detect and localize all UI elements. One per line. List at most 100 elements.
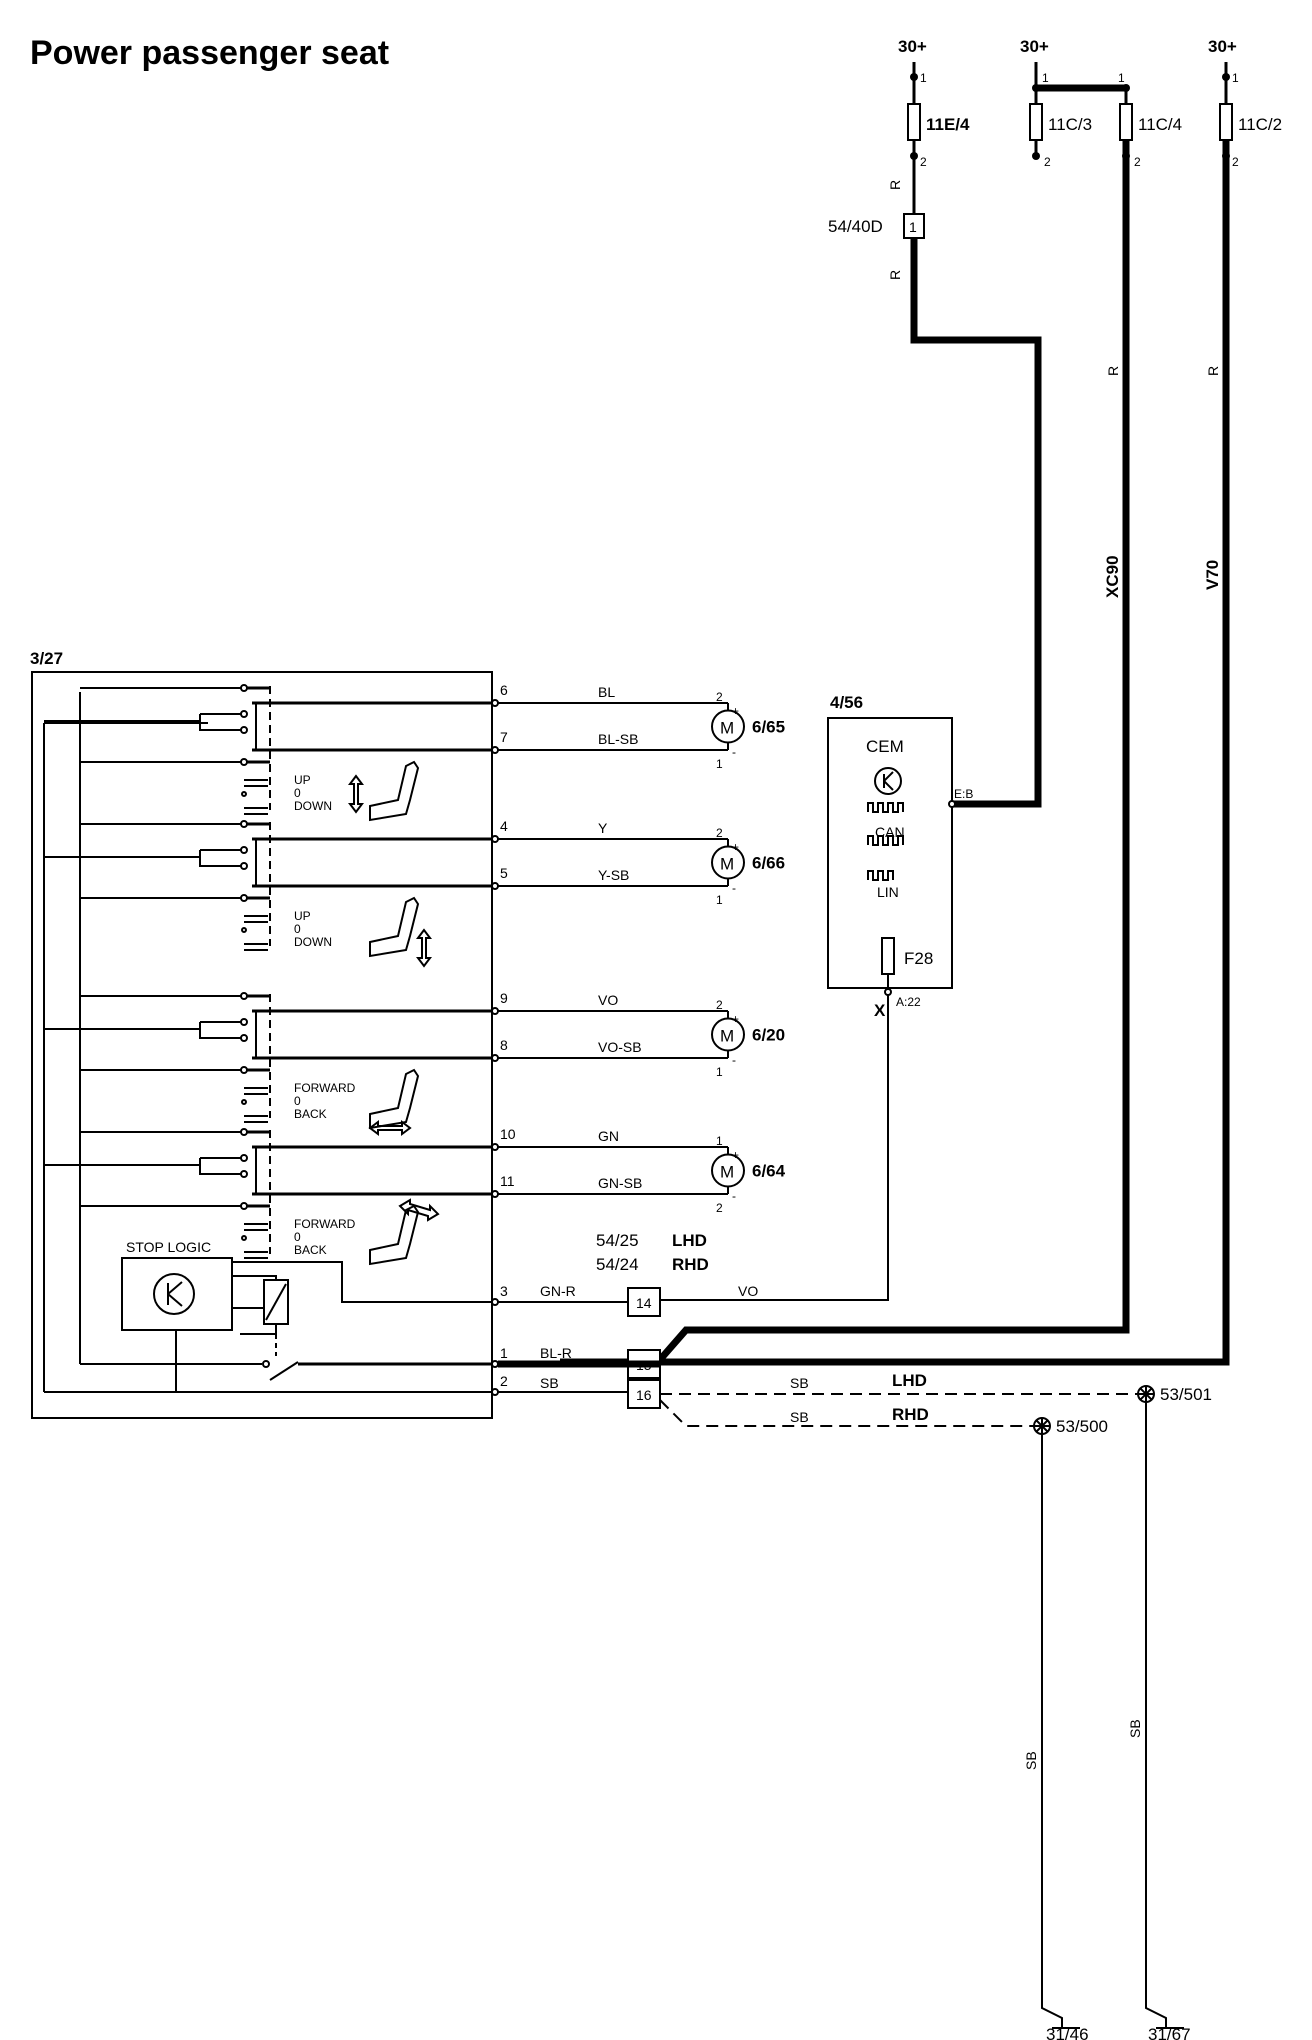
svg-text:SB: SB xyxy=(790,1409,809,1425)
svg-text:1: 1 xyxy=(909,219,917,235)
svg-text:2: 2 xyxy=(1232,155,1239,169)
svg-text:1: 1 xyxy=(500,1345,508,1361)
svg-text:DOWN: DOWN xyxy=(294,935,332,949)
fuse-label: 11E/4 xyxy=(926,115,970,134)
wire-cem-vo xyxy=(660,995,889,1301)
ground-point-53-501: 53/501 SB 31/67 xyxy=(1127,1385,1212,2040)
switch-module-outer xyxy=(31,671,493,1419)
svg-text:Y-SB: Y-SB xyxy=(598,867,629,883)
svg-text:BL: BL xyxy=(598,684,615,700)
svg-text:GN-R: GN-R xyxy=(540,1283,576,1299)
svg-text:M: M xyxy=(720,855,734,874)
svg-text:2: 2 xyxy=(1044,155,1051,169)
svg-text:+: + xyxy=(732,1012,739,1026)
svg-text:0: 0 xyxy=(294,1230,301,1244)
seat-icon xyxy=(348,760,420,822)
svg-text:14: 14 xyxy=(636,1295,652,1311)
svg-text:1: 1 xyxy=(716,893,723,907)
wire-v70-supply xyxy=(560,140,1230,1366)
svg-text:E:B: E:B xyxy=(954,787,973,801)
svg-text:54/24: 54/24 xyxy=(596,1255,639,1274)
svg-text:+: + xyxy=(732,1148,739,1162)
svg-text:RHD: RHD xyxy=(892,1405,929,1424)
motor-label: 6/65 xyxy=(752,718,785,737)
fuse-11C2: 30+ 1 11C/2 2 R V70 xyxy=(1203,37,1282,590)
svg-text:0: 0 xyxy=(294,1094,301,1108)
svg-text:F28: F28 xyxy=(904,949,933,968)
svg-text:VO: VO xyxy=(738,1283,758,1299)
svg-text:R: R xyxy=(1105,366,1121,376)
cem-module: 4/56 CEM CAN LIN F28 E:B A:22 X xyxy=(827,693,973,1020)
svg-text:-: - xyxy=(732,745,736,759)
svg-text:1: 1 xyxy=(920,71,927,85)
variant-label: XC90 xyxy=(1103,555,1122,598)
svg-text:0: 0 xyxy=(294,922,301,936)
svg-text:10: 10 xyxy=(500,1126,516,1142)
svg-text:1: 1 xyxy=(716,1134,723,1148)
svg-text:11C/3: 11C/3 xyxy=(1048,115,1092,134)
seat-icon xyxy=(369,896,432,968)
supply-label: 30+ xyxy=(898,37,927,56)
svg-text:2: 2 xyxy=(500,1373,508,1389)
svg-text:CEM: CEM xyxy=(866,737,904,756)
svg-text:R: R xyxy=(887,270,903,280)
ground-wiring: SB LHD SB RHD 53/501 SB 31/67 53/500 SB … xyxy=(659,1371,1212,2040)
variant-label: V70 xyxy=(1203,560,1222,590)
svg-text:30+: 30+ xyxy=(1208,37,1237,56)
svg-text:1: 1 xyxy=(1042,71,1049,85)
seat-icon xyxy=(368,1068,420,1136)
svg-text:3/27: 3/27 xyxy=(30,649,63,668)
svg-text:5: 5 xyxy=(500,865,508,881)
svg-text:9: 9 xyxy=(500,990,508,1006)
svg-text:GN: GN xyxy=(598,1128,619,1144)
svg-text:BACK: BACK xyxy=(294,1243,327,1257)
svg-text:+: + xyxy=(732,704,739,718)
svg-text:0: 0 xyxy=(294,786,301,800)
svg-text:11C/2: 11C/2 xyxy=(1238,115,1282,134)
svg-text:A:22: A:22 xyxy=(896,995,921,1009)
svg-text:54/40D: 54/40D xyxy=(828,217,883,236)
svg-text:8: 8 xyxy=(500,1037,508,1053)
svg-text:SB: SB xyxy=(1023,1751,1039,1770)
svg-text:SB: SB xyxy=(1127,1719,1143,1738)
svg-text:1: 1 xyxy=(716,757,723,771)
svg-text:FORWARD: FORWARD xyxy=(294,1217,356,1231)
svg-text:-: - xyxy=(732,881,736,895)
svg-text:1: 1 xyxy=(1118,71,1125,85)
svg-text:R: R xyxy=(1205,366,1221,376)
page-title: Power passenger seat xyxy=(30,34,389,72)
svg-text:16: 16 xyxy=(636,1387,652,1403)
svg-text:1: 1 xyxy=(1232,71,1239,85)
svg-text:DOWN: DOWN xyxy=(294,799,332,813)
svg-text:11: 11 xyxy=(500,1173,515,1189)
seat-icon xyxy=(369,1198,440,1266)
svg-text:LIN: LIN xyxy=(877,884,899,900)
wire-color: R xyxy=(887,180,903,190)
motor-icon: M xyxy=(711,1017,745,1052)
lower-pins: 3 GN-R 1 BL-R 2 SB xyxy=(491,1283,628,1396)
motor-icon: M xyxy=(711,1153,745,1188)
svg-text:6: 6 xyxy=(500,682,508,698)
svg-text:M: M xyxy=(720,719,734,738)
svg-text:CAN: CAN xyxy=(875,824,905,840)
svg-text:RHD: RHD xyxy=(672,1255,709,1274)
svg-text:M: M xyxy=(720,1027,734,1046)
svg-text:BL-R: BL-R xyxy=(540,1345,572,1361)
svg-text:54/25: 54/25 xyxy=(596,1231,639,1250)
wire-xc90-supply xyxy=(655,140,1130,1365)
motor-label: 6/20 xyxy=(752,1026,785,1045)
motor-icon: M xyxy=(711,845,745,880)
svg-text:2: 2 xyxy=(716,998,723,1012)
svg-text:BACK: BACK xyxy=(294,1107,327,1121)
svg-text:2: 2 xyxy=(716,1201,723,1215)
svg-text:X: X xyxy=(874,1001,886,1020)
svg-text:SB: SB xyxy=(540,1375,559,1391)
svg-text:M: M xyxy=(720,1163,734,1182)
svg-text:2: 2 xyxy=(716,826,723,840)
svg-text:BL-SB: BL-SB xyxy=(598,731,638,747)
motor-label: 6/66 xyxy=(752,854,785,873)
svg-text:53/501: 53/501 xyxy=(1160,1385,1212,1404)
